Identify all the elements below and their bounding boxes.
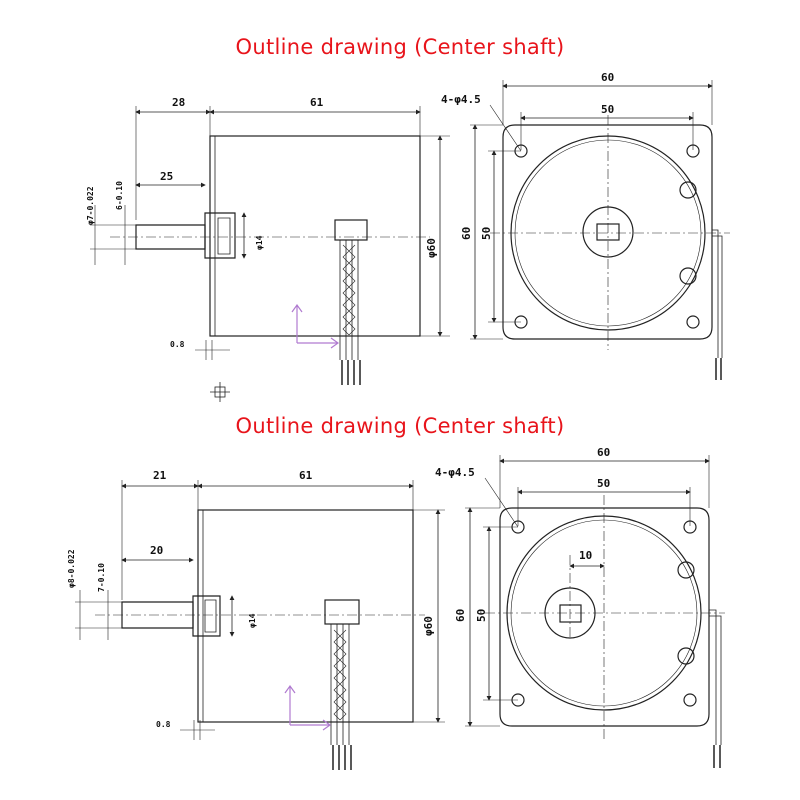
dim-shaft-extension-2: 21 xyxy=(153,469,167,482)
dim-flange-width: 60 xyxy=(601,71,614,84)
dim-body-length-2: 61 xyxy=(299,469,313,482)
dim-shaft-flat-2: 7-0.10 xyxy=(97,563,106,592)
front-view-top xyxy=(470,80,730,380)
drawing-title-bottom: Outline drawing (Center shaft) xyxy=(235,414,565,438)
dim-shaft-diameter: φ7-0.022 xyxy=(86,186,95,225)
side-view-top xyxy=(90,106,450,402)
dim-bolt-span-width-2: 50 xyxy=(597,477,610,490)
dim-body-diameter: φ60 xyxy=(425,238,438,258)
dim-bolt-span-width: 50 xyxy=(601,103,614,116)
front-view-bottom xyxy=(465,455,725,768)
side-view-bottom xyxy=(75,480,445,770)
dim-mount-holes: 4-φ4.5 xyxy=(441,93,481,106)
dim-shaft-flat: 6-0.10 xyxy=(115,181,124,210)
dim-shaft-length-2: 20 xyxy=(150,544,163,557)
dim-shaft-diameter-2: φ8-0.022 xyxy=(67,549,76,588)
dim-mount-holes-2: 4-φ4.5 xyxy=(435,466,475,479)
dim-boss-diameter: φ14 xyxy=(255,235,264,250)
dim-flange-gap: 0.8 xyxy=(170,340,185,349)
dim-body-length: 61 xyxy=(310,96,324,109)
dim-flange-height: 60 xyxy=(460,227,473,240)
axis-arrows-bottom xyxy=(284,684,332,731)
dim-boss-diameter-2: φ14 xyxy=(248,613,257,628)
dim-flange-gap-2: 0.8 xyxy=(156,720,171,729)
dim-body-diameter-2: φ60 xyxy=(422,616,435,636)
dim-shaft-offset: 10 xyxy=(579,549,592,562)
dim-shaft-length: 25 xyxy=(160,170,173,183)
dim-shaft-extension: 28 xyxy=(172,96,185,109)
drawing-title-top: Outline drawing (Center shaft) xyxy=(235,35,565,59)
axis-arrows-top xyxy=(291,303,340,349)
dim-flange-width-2: 60 xyxy=(597,446,610,459)
dim-flange-height-2: 60 xyxy=(454,609,467,622)
dim-bolt-span-height-2: 50 xyxy=(475,609,488,622)
dim-bolt-span-height: 50 xyxy=(480,227,493,240)
